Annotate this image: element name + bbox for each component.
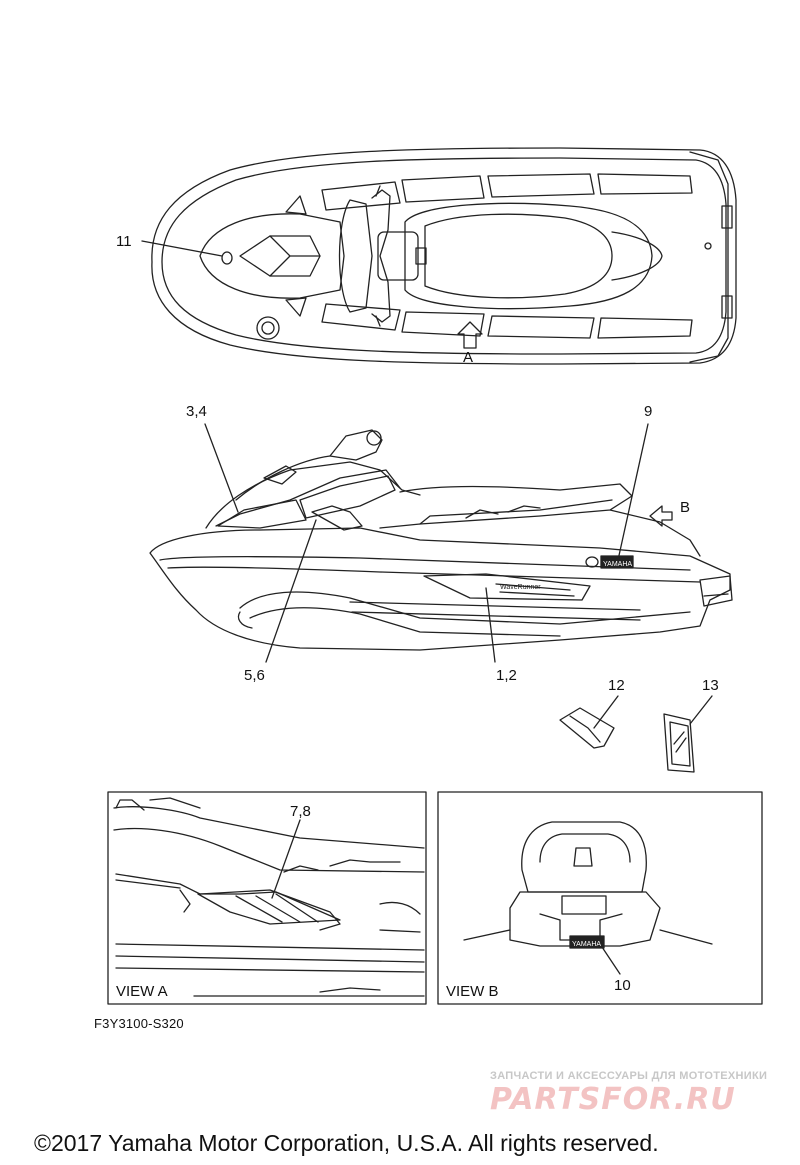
part-12-pouch (559, 707, 615, 749)
view-a-label: VIEW A (116, 983, 168, 1000)
callout-7-8: 7,8 (290, 803, 311, 820)
arrow-b-label: B (680, 499, 690, 516)
view-b-yamaha-plate (569, 935, 605, 949)
callout-9: 9 (644, 403, 652, 420)
view-a-panel (107, 791, 427, 1005)
callout-12: 12 (608, 677, 625, 694)
watermark-logo: PARTSFOR.RU (490, 1082, 736, 1117)
callout-13: 13 (702, 677, 719, 694)
side-view-watercraft (149, 423, 733, 663)
copyright-notice: ©2017 Yamaha Motor Corporation, U.S.A. A… (34, 1130, 659, 1156)
figure-code: F3Y3100-S320 (94, 1016, 184, 1031)
waverunner-decal-text: WaveRunner (500, 584, 541, 591)
callout-1-2: 1,2 (496, 667, 517, 684)
part-13-card (663, 713, 695, 773)
side-yamaha-badge-text: YAMAHA (603, 561, 632, 568)
callout-3-4: 3,4 (186, 403, 207, 420)
view-b-panel (437, 791, 763, 1005)
callout-11: 11 (116, 233, 132, 250)
loose-parts (559, 695, 713, 773)
top-view-watercraft (141, 147, 737, 365)
arrow-a-label: A (463, 349, 473, 366)
callout-10: 10 (614, 977, 631, 994)
view-b-label: VIEW B (446, 983, 499, 1000)
callout-5-6: 5,6 (244, 667, 265, 684)
view-b-plate-text: YAMAHA (572, 941, 601, 948)
watermark-tagline: ЗАПЧАСТИ И АКСЕССУАРЫ ДЛЯ МОТОТЕХНИКИ (490, 1070, 768, 1082)
